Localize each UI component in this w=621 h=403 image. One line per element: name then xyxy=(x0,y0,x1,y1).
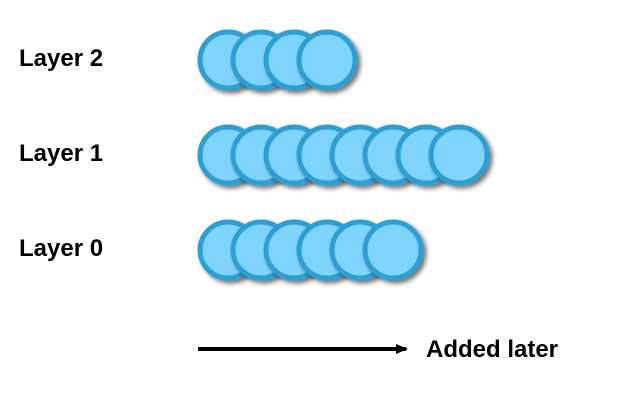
layer-0-row: Layer 0 xyxy=(19,219,424,281)
layer-2-circles xyxy=(197,29,358,91)
added-later-arrow: Added later xyxy=(198,336,558,363)
layer-1-label: Layer 1 xyxy=(19,140,103,167)
circle-item-icon xyxy=(428,124,490,186)
circle-item-icon xyxy=(296,29,358,91)
layer-1-circles xyxy=(197,124,490,186)
layer-2-label: Layer 2 xyxy=(19,45,103,72)
layer-0-circles xyxy=(197,219,424,281)
circle-item-icon xyxy=(362,219,424,281)
layer-1-row: Layer 1 xyxy=(19,124,490,186)
arrow-label: Added later xyxy=(426,336,558,363)
layer-2-row: Layer 2 xyxy=(19,29,358,91)
layer-0-label: Layer 0 xyxy=(19,235,103,262)
